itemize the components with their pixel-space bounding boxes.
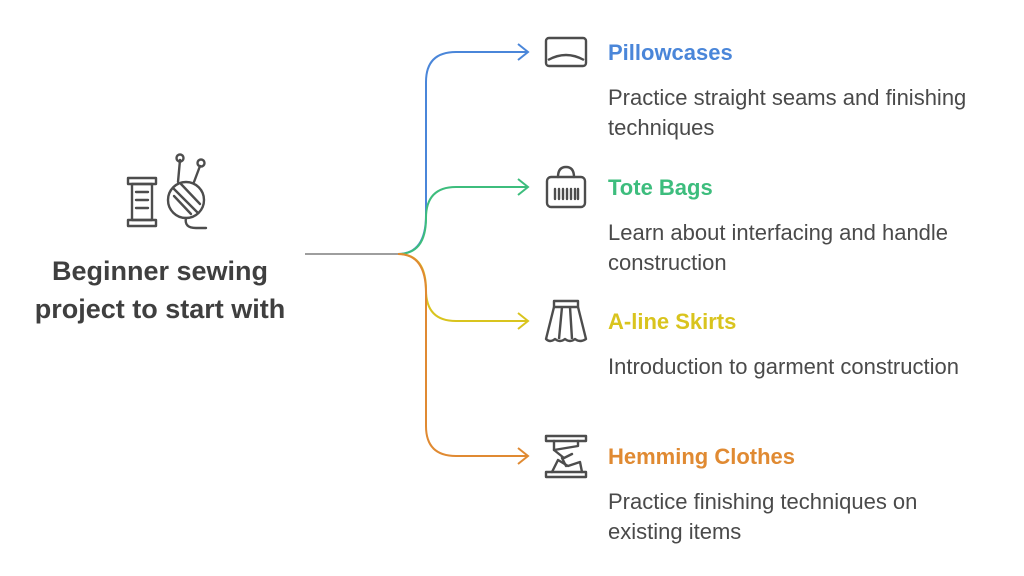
branch-line-tote-bags (397, 186, 528, 255)
arrowhead-tote-bags (517, 178, 530, 196)
arrowhead-hemming-clothes (517, 447, 530, 465)
branch-line-hemming-clothes (397, 253, 528, 457)
tote-bag-icon (545, 165, 587, 209)
branch-title-a-line-skirts: A-line Skirts (608, 309, 737, 334)
branch-title-tote-bags: Tote Bags (608, 175, 713, 200)
hemming-icon (544, 434, 588, 479)
branch-title-hemming-clothes: Hemming Clothes (608, 444, 796, 469)
sewing-supplies-icon (126, 153, 208, 230)
pillow-icon (544, 36, 588, 68)
branch-line-a-line-skirts (397, 253, 528, 322)
branch-description-hemming-clothes: Practice finishing techniques on existin… (608, 489, 918, 544)
skirt-icon (544, 299, 588, 343)
branch-description-pillowcases: Practice straight seams and finishing te… (608, 85, 967, 140)
branch-description-tote-bags: Learn about interfacing and handle const… (608, 220, 949, 275)
arrowhead-pillowcases (517, 43, 530, 61)
arrowhead-a-line-skirts (517, 312, 530, 330)
branch-description-a-line-skirts: Introduction to garment construction (608, 354, 959, 379)
branch-title-pillowcases: Pillowcases (608, 40, 733, 65)
root-title: Beginner sewing project to start with (34, 256, 286, 324)
branch-line-pillowcases (397, 51, 528, 255)
